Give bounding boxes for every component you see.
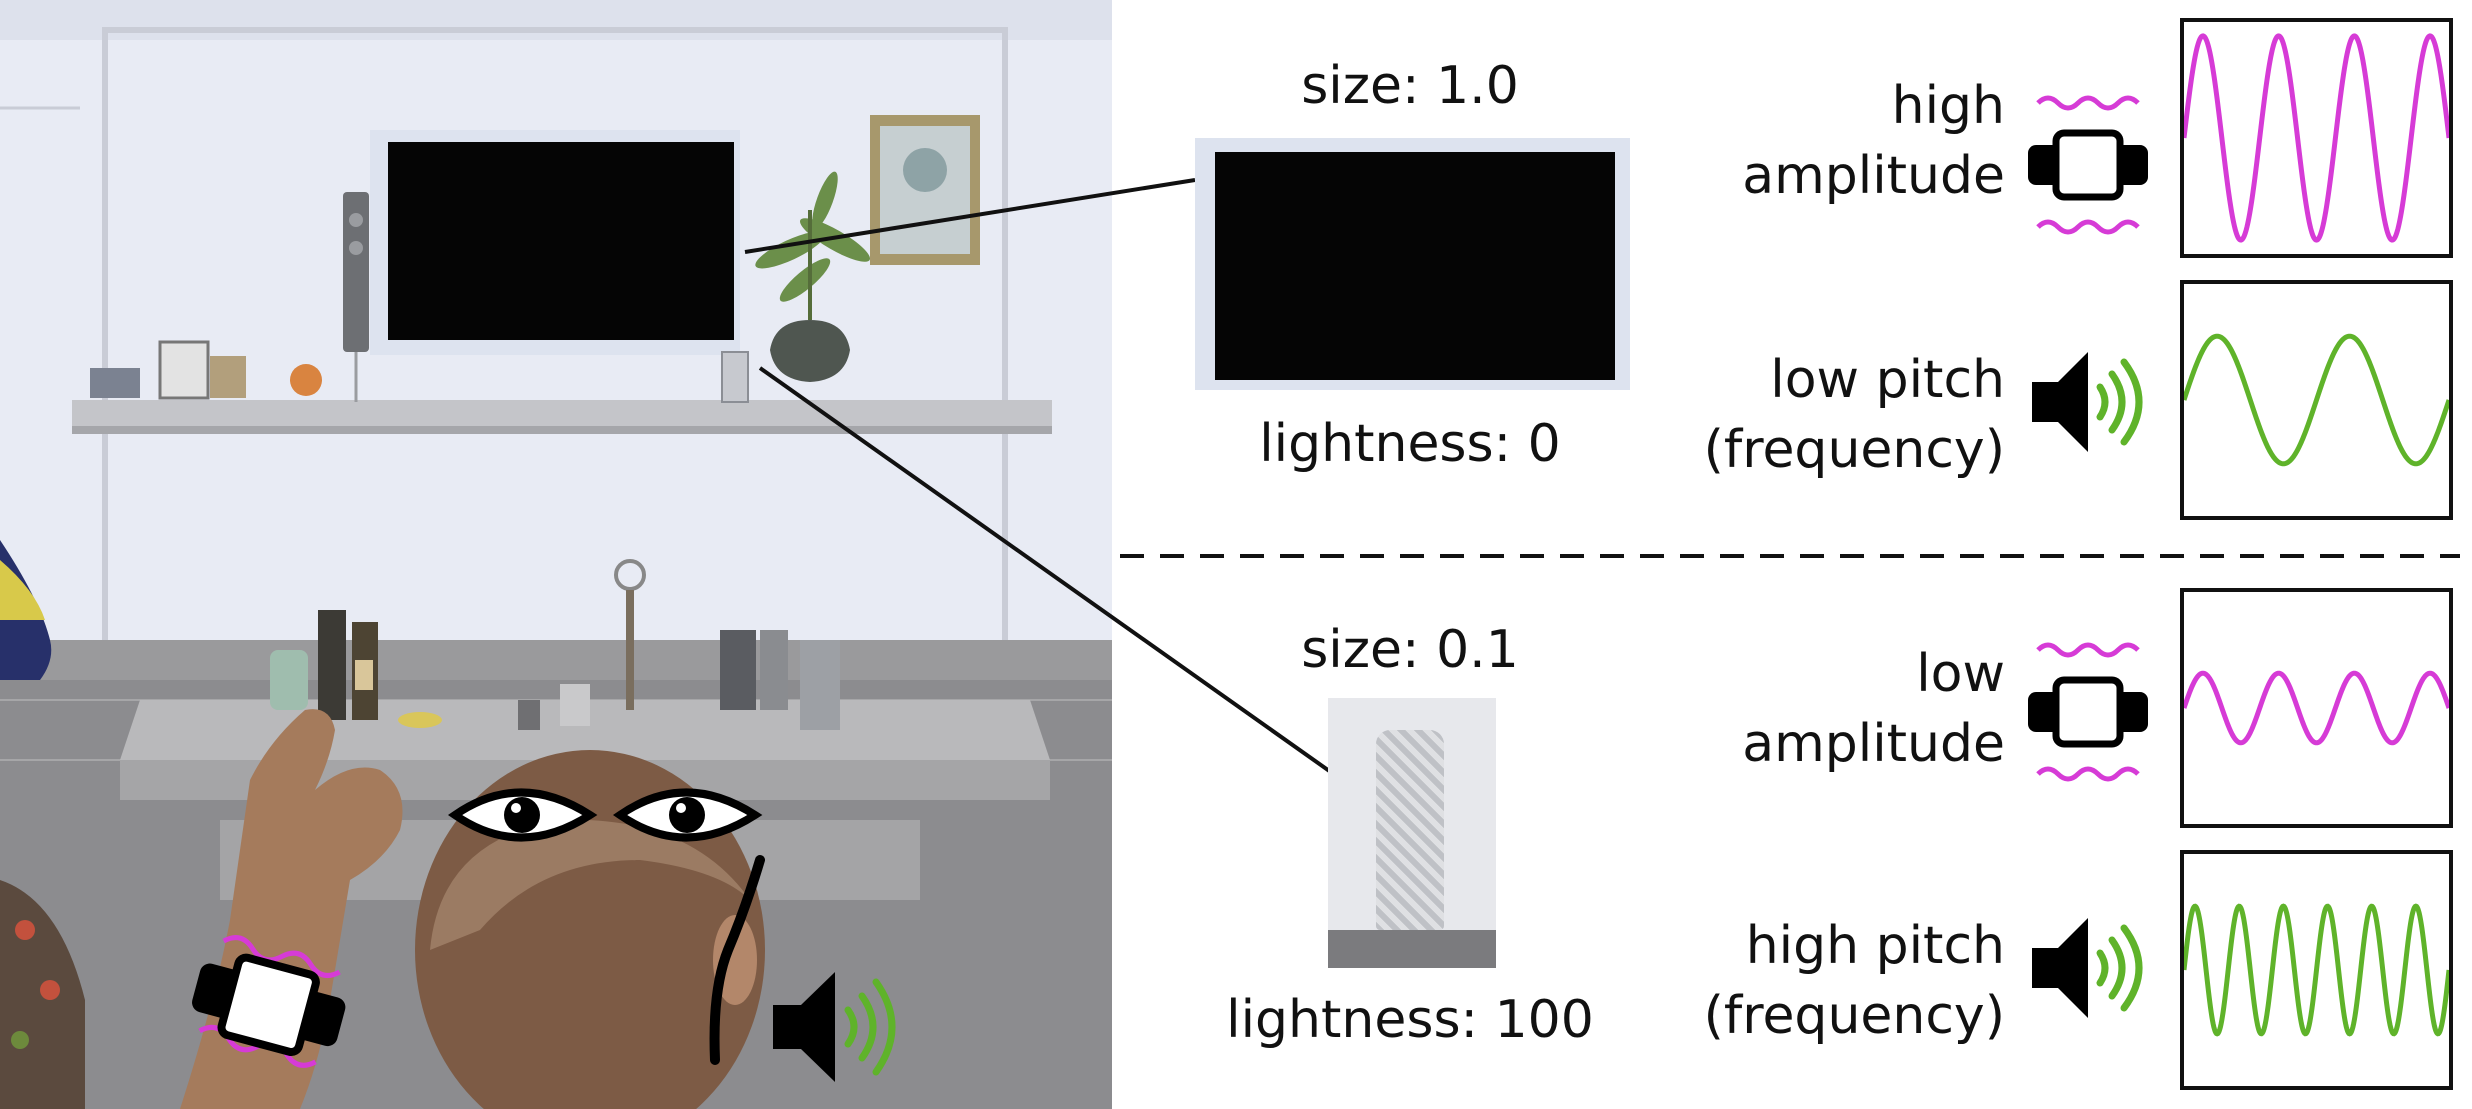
- haptic-waveform-low-amplitude: [2180, 588, 2453, 828]
- vibration-watch-icon: [2028, 95, 2148, 235]
- object-small-thumbnail: [1328, 698, 1496, 968]
- waveform-curve: [2184, 333, 2449, 467]
- audio-label-2-line1: high pitch: [1745, 916, 2005, 976]
- sine-wave-line: [2184, 903, 2449, 1037]
- sound-speaker-icon: [2032, 352, 2143, 452]
- size-label-large: size: 1.0: [1301, 56, 1519, 116]
- haptic-label-1-line1: high: [1891, 76, 2005, 136]
- waveform-curve: [2184, 670, 2449, 746]
- tv-screen: [1215, 152, 1615, 380]
- thumbnail-floor: [1328, 930, 1496, 968]
- vase: [1376, 730, 1444, 930]
- sine-wave-line: [2184, 333, 2449, 467]
- lightness-label-small: lightness: 100: [1226, 990, 1594, 1050]
- tv: [370, 130, 740, 355]
- audio-label-2-line2: (frequency): [1703, 986, 2005, 1046]
- waveform-curve: [2184, 903, 2449, 1037]
- haptic-label-2-line2: amplitude: [1742, 714, 2005, 774]
- haptic-waveform-high-amplitude: [2180, 18, 2453, 258]
- waveform-curve: [2184, 33, 2449, 243]
- lightness-label-large: lightness: 0: [1259, 414, 1561, 474]
- object-large-thumbnail: [1195, 138, 1630, 390]
- sine-wave-line: [2184, 670, 2449, 746]
- audio-waveform-high-pitch: [2180, 850, 2453, 1090]
- audio-label-1-line2: (frequency): [1703, 420, 2005, 480]
- sound-speaker-icon: [2032, 918, 2143, 1018]
- vr-living-room-scene: [0, 0, 1112, 1109]
- audio-waveform-low-pitch: [2180, 280, 2453, 520]
- vibration-watch-icon: [2028, 642, 2148, 782]
- haptic-label-1-line2: amplitude: [1742, 146, 2005, 206]
- size-label-small: size: 0.1: [1301, 620, 1519, 680]
- audio-label-1-line1: low pitch: [1770, 350, 2005, 410]
- sine-wave-line: [2184, 33, 2449, 243]
- haptic-label-2-line1: low: [1916, 644, 2005, 704]
